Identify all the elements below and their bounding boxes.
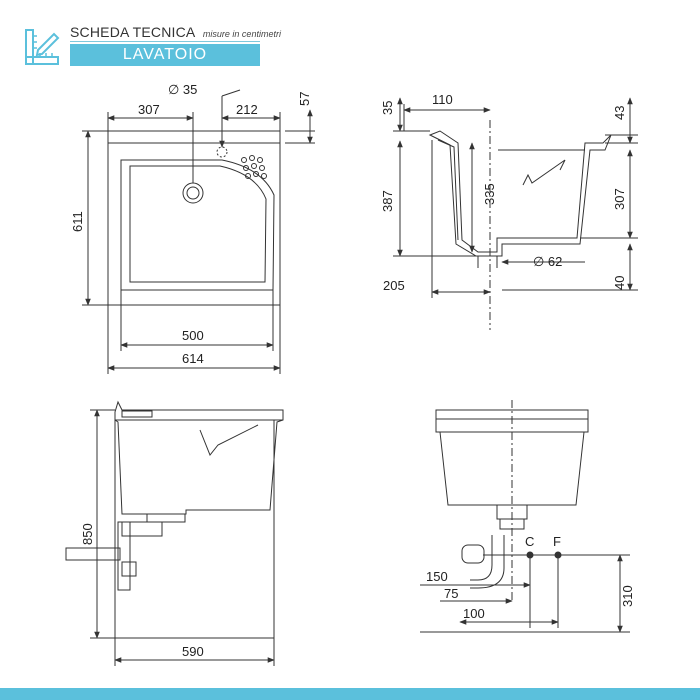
header-subtitle: misure in centimetri [202,29,281,39]
header-rule [70,41,260,42]
soap-dots [241,155,267,179]
dim-590: 590 [182,644,204,659]
dim-500: 500 [182,328,204,343]
side-section [393,97,638,330]
dim-307-side: 307 [612,188,627,210]
side-section-labels: 35 110 43 387 335 307 40 205 ∅ 62 [380,92,627,293]
bottom-band [0,688,700,700]
top-view-basin [120,159,275,291]
side-view-outline [114,400,284,515]
header: SCHEDA TECNICA misure in centimetri LAVA… [0,0,700,80]
top-view-labels: ∅ 35 307 212 57 611 500 614 [70,82,312,366]
product-bar: LAVATOIO [70,44,260,66]
top-view-outline [107,130,281,306]
label-f: F [553,534,561,549]
dim-212: 212 [236,102,258,117]
side-view [65,400,284,666]
dim-75: 75 [444,586,458,601]
front-view-labels: C F 150 75 100 310 [426,534,635,621]
drain-hole [182,182,204,204]
dim-43: 43 [612,106,627,120]
header-title: SCHEDA TECNICA [70,24,196,40]
dim-35: 35 [380,101,395,115]
dim-611: 611 [70,211,85,232]
drain-diameter-label: ∅ 62 [533,254,562,269]
dim-310: 310 [620,585,635,607]
dim-307-top: 307 [138,102,160,117]
side-view-labels: 850 590 [80,523,204,659]
diameter-label: ∅ 35 [168,82,197,97]
dim-205: 205 [383,278,405,293]
dim-387: 387 [380,190,395,212]
dim-57: 57 [297,92,312,106]
dim-335: 335 [482,183,497,205]
label-c: C [525,534,534,549]
dim-150: 150 [426,569,448,584]
top-view [82,89,315,374]
dim-100: 100 [463,606,485,621]
dim-614: 614 [182,351,204,366]
dim-40: 40 [612,276,627,290]
tap-hole [216,146,228,158]
ruler-pencil-icon [25,29,60,65]
front-view [420,400,630,633]
product-name: LAVATOIO [122,46,208,63]
side-view-trap [146,513,186,523]
dim-110: 110 [432,92,453,107]
dim-850: 850 [80,523,95,545]
